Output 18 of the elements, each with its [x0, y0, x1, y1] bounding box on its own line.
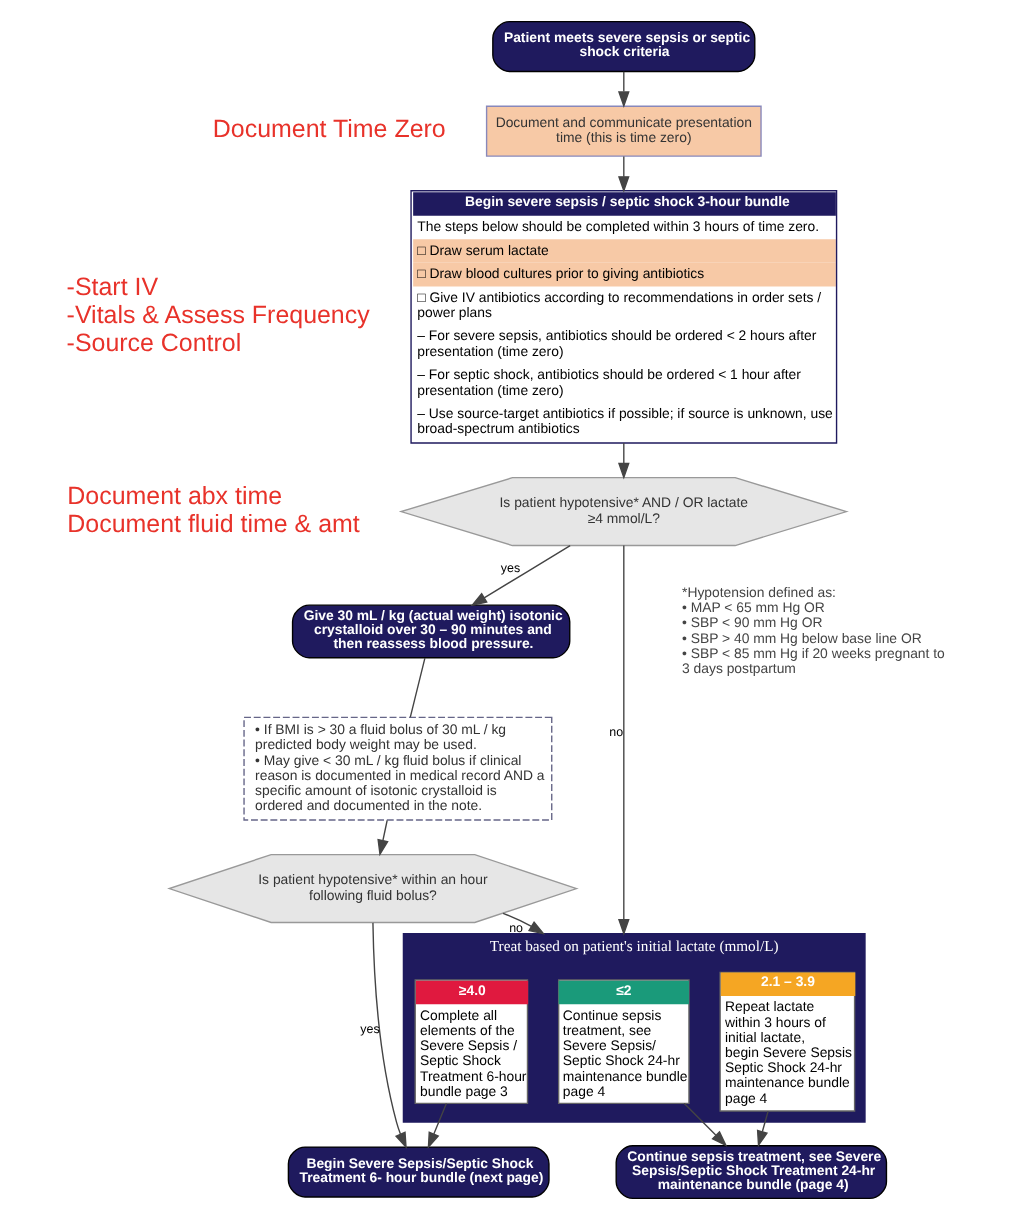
arrow	[617, 70, 629, 108]
arrow	[617, 544, 629, 936]
arrow	[617, 155, 629, 193]
label: Document fluid time & amt	[66, 509, 359, 538]
arrow	[501, 912, 545, 935]
connector	[408, 657, 425, 718]
label: Document Time Zero	[211, 115, 445, 144]
label: -Start IV	[65, 273, 158, 302]
label: -Source Control	[65, 328, 241, 357]
arrow	[426, 1102, 447, 1149]
arrow	[755, 1110, 768, 1148]
arrow	[682, 1102, 727, 1147]
arrow	[376, 819, 388, 857]
label: -Vitals & Assess Frequency	[65, 300, 369, 329]
arrow	[469, 544, 570, 607]
arrow	[617, 442, 629, 480]
arrow	[371, 922, 406, 1149]
label: Document abx time	[66, 481, 282, 510]
